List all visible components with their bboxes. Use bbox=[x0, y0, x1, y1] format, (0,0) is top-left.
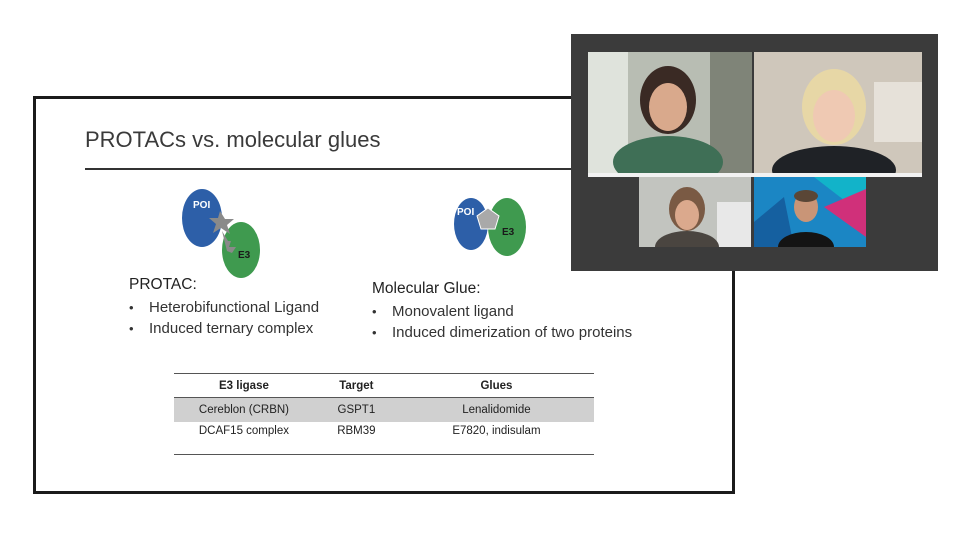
glue-pentagon-icon bbox=[476, 207, 500, 230]
protac-e3-label: E3 bbox=[238, 250, 251, 261]
linker-icon bbox=[222, 231, 236, 253]
table-cell: RBM39 bbox=[313, 422, 399, 455]
glue-e3-label: E3 bbox=[502, 227, 515, 238]
column-header: Target bbox=[313, 373, 399, 398]
poi-shape bbox=[182, 189, 222, 247]
table-row: DCAF15 complex RBM39 E7820, indisulam bbox=[174, 422, 594, 455]
tile-divider bbox=[588, 173, 922, 177]
participant-video-tile[interactable] bbox=[754, 52, 922, 173]
table-row: Cereblon (CRBN) GSPT1 Lenalidomide bbox=[174, 397, 594, 422]
participant-video-tile[interactable] bbox=[639, 177, 751, 247]
table-cell: GSPT1 bbox=[313, 397, 399, 422]
e3-ligase-table: E3 ligase Target Glues Cereblon (CRBN) G… bbox=[174, 373, 594, 455]
glue-bullet-list: Monovalent ligand Induced dimerization o… bbox=[372, 301, 632, 343]
poi-shape bbox=[454, 198, 488, 250]
list-item: Induced dimerization of two proteins bbox=[372, 322, 632, 343]
glue-heading: Molecular Glue: bbox=[372, 280, 481, 297]
table-header-row: E3 ligase Target Glues bbox=[174, 373, 594, 398]
list-item: Monovalent ligand bbox=[372, 301, 632, 322]
glue-poi-label: POI bbox=[457, 207, 474, 218]
protac-diagram: POI E3 bbox=[182, 189, 260, 278]
title-divider bbox=[85, 168, 735, 170]
table-cell: Lenalidomide bbox=[398, 397, 594, 422]
participant-video-feed bbox=[639, 177, 751, 247]
participant-video-feed bbox=[754, 52, 922, 173]
slide-title: PROTACs vs. molecular glues bbox=[85, 127, 381, 152]
column-header: Glues bbox=[398, 373, 594, 398]
participant-video-tile[interactable] bbox=[754, 177, 866, 247]
ligand-star-icon bbox=[209, 211, 234, 234]
e3-ligase-shape bbox=[488, 198, 526, 256]
participant-video-tile[interactable] bbox=[588, 52, 752, 173]
list-item: Induced ternary complex bbox=[129, 318, 319, 339]
table-cell: Cereblon (CRBN) bbox=[174, 397, 314, 422]
table-cell: DCAF15 complex bbox=[174, 422, 314, 455]
protac-poi-label: POI bbox=[193, 200, 210, 211]
video-call-window[interactable] bbox=[571, 34, 938, 271]
protac-heading: PROTAC: bbox=[129, 276, 197, 293]
protac-bullet-list: Heterobifunctional Ligand Induced ternar… bbox=[129, 297, 319, 339]
column-header: E3 ligase bbox=[174, 373, 314, 398]
e3-ligase-shape bbox=[222, 222, 260, 278]
list-item: Heterobifunctional Ligand bbox=[129, 297, 319, 318]
molecular-glue-diagram: POI E3 bbox=[454, 198, 526, 256]
table-cell: E7820, indisulam bbox=[398, 422, 594, 455]
participant-video-feed bbox=[754, 177, 866, 247]
participant-video-feed bbox=[588, 52, 752, 173]
